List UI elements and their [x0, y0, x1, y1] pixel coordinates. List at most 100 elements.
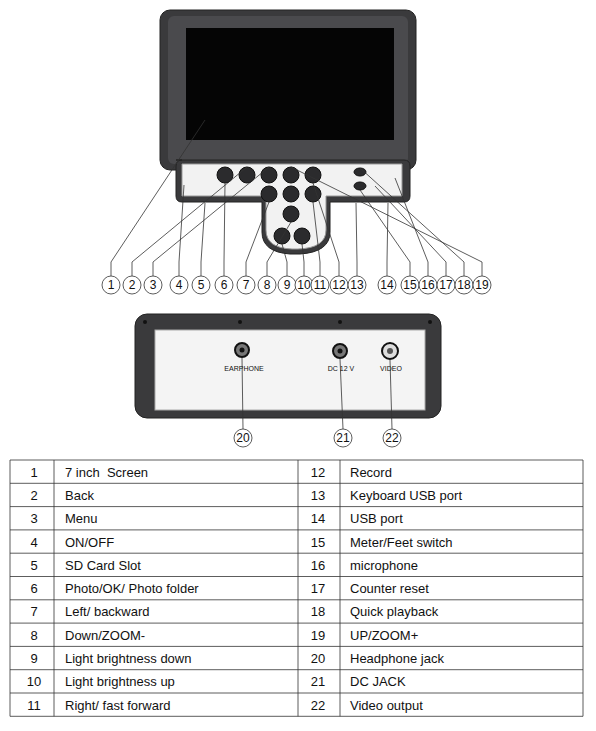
screen [186, 28, 394, 140]
table-cell: Record [350, 465, 392, 478]
callout-number: 5 [198, 279, 205, 291]
callout-circles [102, 276, 491, 447]
table-cell: Photo/OK/ Photo folder [65, 582, 199, 595]
callout-number: 12 [332, 279, 345, 291]
table-cell: 1 [30, 465, 37, 478]
table-cell: 2 [30, 488, 37, 501]
monitor-housing [160, 10, 416, 170]
bottom-housing [135, 314, 441, 418]
table-rule [10, 506, 583, 507]
table-cell: Keyboard USB port [350, 488, 462, 501]
callout-circle [330, 276, 348, 294]
table-cell: 19 [311, 628, 325, 641]
earphone-jack [235, 343, 249, 357]
table-cell: Back [65, 488, 94, 501]
table-cell: 7 inch Screen [65, 465, 148, 478]
leader-line [246, 202, 269, 276]
callout-circle [378, 276, 396, 294]
leader-line [224, 183, 225, 276]
table-rule [10, 623, 583, 624]
callout-number: 19 [475, 279, 488, 291]
callout-number: 11 [314, 279, 326, 291]
table-rule [10, 716, 583, 717]
callout-number: 13 [350, 279, 363, 291]
table-cell: Right/ fast forward [65, 698, 171, 711]
table-rule [10, 599, 583, 600]
callout-number: 22 [385, 432, 398, 444]
callout-number: 3 [150, 279, 157, 291]
table-cell: 20 [311, 652, 325, 665]
keypad-plate [182, 164, 402, 249]
callout-circle [144, 276, 162, 294]
leader-line [111, 120, 205, 276]
leader-line [356, 203, 357, 276]
table-cell: Meter/Feet switch [350, 535, 453, 548]
leader-line [291, 167, 482, 276]
table-cell: DC JACK [350, 675, 406, 688]
callout-circle [234, 429, 252, 447]
callout-number: 21 [336, 432, 349, 444]
table-cell: Menu [65, 512, 98, 525]
callout-circle [311, 276, 329, 294]
port-label: EARPHONE [224, 365, 263, 372]
callout-circle [348, 276, 366, 294]
callout-circle [334, 429, 352, 447]
callout-number: 7 [243, 279, 250, 291]
table-cell: 17 [311, 582, 325, 595]
port-label: DC 12 V [328, 365, 354, 372]
leader-line [387, 203, 388, 276]
leader-line [267, 222, 291, 276]
table-rule [10, 460, 583, 461]
bezel [168, 16, 408, 164]
keypad-buttons [217, 167, 366, 244]
callout-circle [258, 276, 276, 294]
table-cell: Quick playback [350, 605, 438, 618]
leader-lines [111, 120, 482, 429]
table-cell: UP/ZOOM+ [350, 628, 418, 641]
callout-number: 10 [297, 279, 310, 291]
table-cell: 4 [30, 535, 37, 548]
callout-circle [295, 276, 313, 294]
table-rule [10, 460, 11, 716]
table-cell: Counter reset [350, 582, 429, 595]
table-rule [10, 576, 583, 577]
table-cell: 9 [30, 652, 37, 665]
table-cell: 5 [30, 558, 37, 571]
table-cell: 12 [311, 465, 325, 478]
table-cell: 18 [311, 605, 325, 618]
callout-number: 2 [129, 279, 136, 291]
leader-line [360, 190, 410, 276]
table-rule [10, 553, 583, 554]
leader-line [179, 185, 184, 276]
table-cell: ON/OFF [65, 535, 114, 548]
table-cell: 11 [27, 698, 41, 711]
leader-line [313, 202, 320, 276]
callout-circle [401, 276, 419, 294]
legend-table-grid [10, 460, 583, 716]
table-rule [54, 460, 55, 716]
table-cell: Down/ZOOM- [65, 628, 145, 641]
callout-number: 17 [439, 279, 452, 291]
callout-number: 9 [284, 279, 291, 291]
callout-number: 14 [380, 279, 393, 291]
table-rule [340, 460, 341, 716]
table-cell: 8 [30, 628, 37, 641]
callout-number: 4 [176, 279, 183, 291]
table-cell: 13 [311, 488, 325, 501]
callout-circle [437, 276, 455, 294]
leader-line [360, 168, 464, 276]
control-panel [176, 160, 410, 254]
leader-line [302, 244, 304, 276]
table-rule [10, 483, 583, 484]
table-cell: Headphone jack [350, 652, 444, 665]
leader-line [201, 203, 205, 276]
table-cell: 3 [30, 512, 37, 525]
table-cell: 15 [311, 535, 325, 548]
callout-circle [383, 429, 401, 447]
leader-line [282, 244, 287, 276]
callout-circle [123, 276, 141, 294]
callout-number: 8 [264, 279, 271, 291]
callout-circle [102, 276, 120, 294]
table-cell: Light brightness down [65, 652, 191, 665]
